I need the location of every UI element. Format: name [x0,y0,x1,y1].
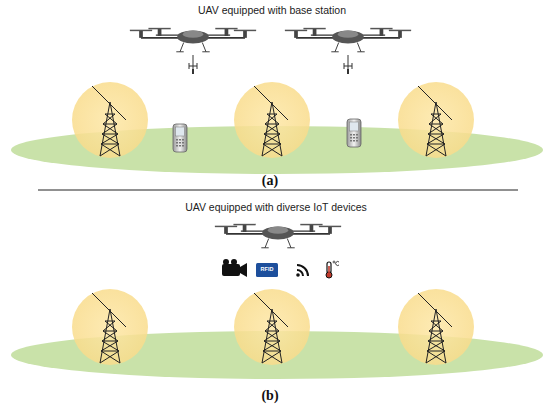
panel-title: UAV equipped with diverse IoT devices [185,202,367,213]
icon-text: RFID [261,267,274,273]
panel-label: (b) [261,389,278,403]
panel-label: (a) [262,174,278,188]
panel-title: UAV equipped with base station [198,5,346,16]
